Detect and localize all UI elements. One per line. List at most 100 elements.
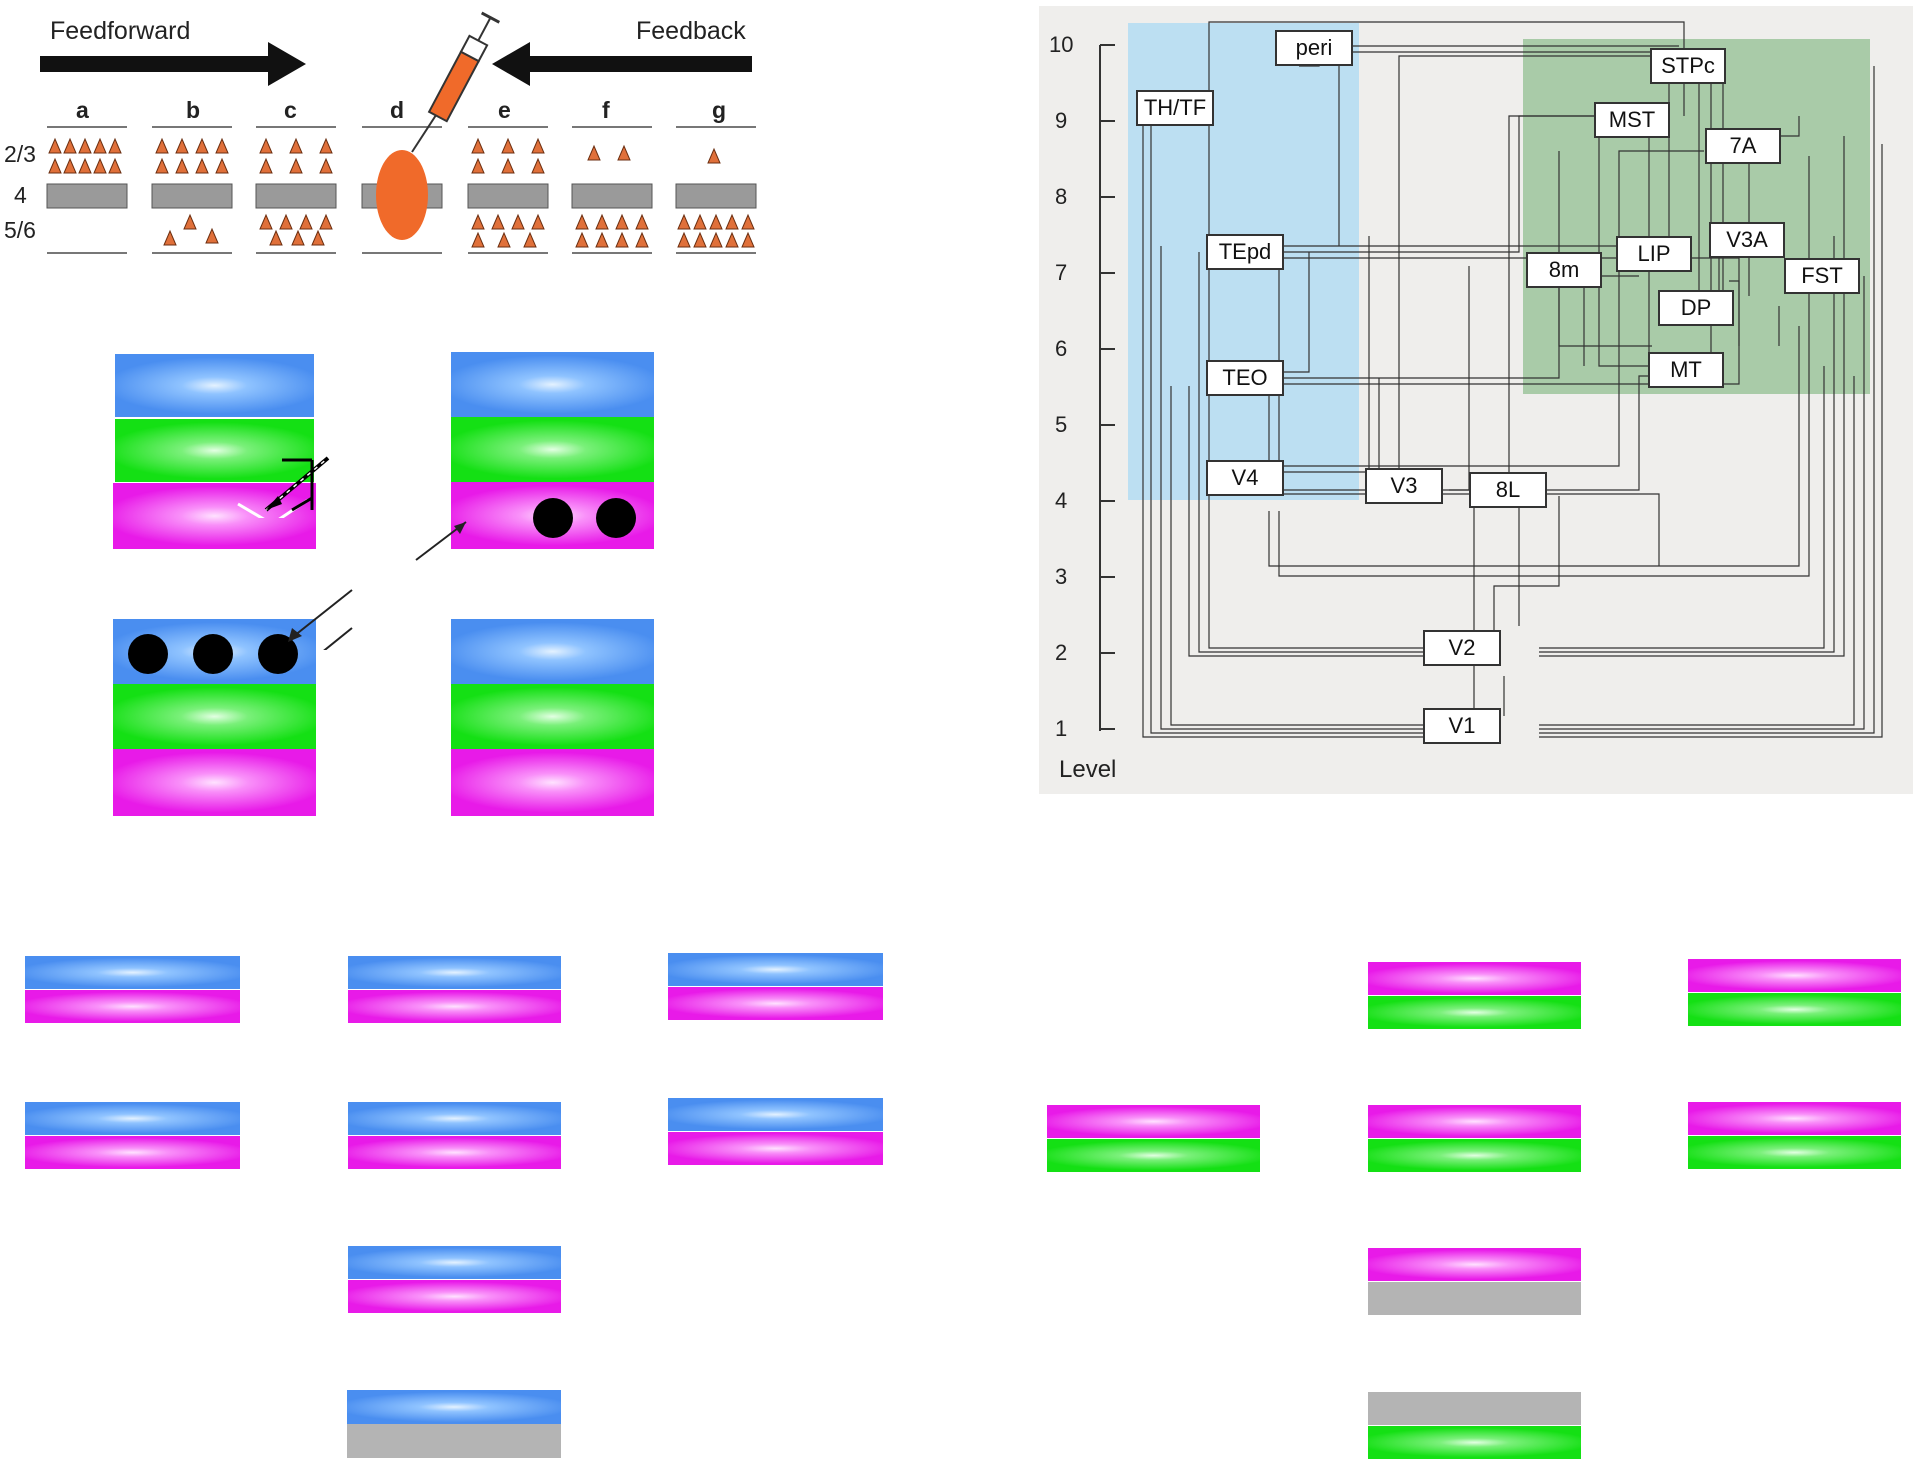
pair-blue xyxy=(668,1098,883,1131)
level-tick-9: 9 xyxy=(1055,108,1068,133)
pair-magenta xyxy=(668,987,883,1020)
stack3-layer-green xyxy=(113,684,316,749)
pair-grey xyxy=(1368,1392,1581,1425)
stack3-cell-dot xyxy=(258,634,298,674)
stack3-cell-dot xyxy=(128,634,168,674)
area-node-v1: V1 xyxy=(1423,708,1501,744)
area-node-8l: 8L xyxy=(1469,472,1547,508)
pair-magenta xyxy=(348,990,561,1023)
pair-magenta xyxy=(25,990,240,1023)
pair-magenta xyxy=(1688,959,1901,992)
layer-label-4: 4 xyxy=(14,182,27,208)
stack3-cell-dot xyxy=(193,634,233,674)
dorsal-stream-region xyxy=(1523,39,1870,394)
pair-magenta xyxy=(1688,1102,1901,1135)
column-label-e: e xyxy=(498,97,511,123)
pair-blue xyxy=(348,956,561,989)
area-node-dp: DP xyxy=(1658,290,1734,326)
pair-blue xyxy=(347,1390,561,1424)
area-node-8m: 8m xyxy=(1526,252,1602,288)
pair-magenta xyxy=(668,1132,883,1165)
layer-label-5-6: 5/6 xyxy=(4,217,36,243)
stack2-layer-green xyxy=(451,417,654,482)
area-node-v3: V3 xyxy=(1365,468,1443,504)
column-e xyxy=(467,126,549,254)
stack1-syringe-marker xyxy=(237,456,330,518)
visual-hierarchy-panel: 10 9 8 7 6 5 4 3 2 1 Level peri STPc xyxy=(1039,6,1913,794)
level-tick-6: 6 xyxy=(1055,336,1068,361)
column-c xyxy=(255,126,337,254)
pair-blue xyxy=(348,1246,561,1279)
stack2-cell-dot xyxy=(533,498,573,538)
pair-magenta xyxy=(348,1136,561,1169)
pair-blue xyxy=(668,953,883,986)
column-a xyxy=(46,126,128,254)
pair-grey xyxy=(1368,1282,1581,1315)
area-node-mst: MST xyxy=(1594,102,1670,138)
level-tick-5: 5 xyxy=(1055,412,1068,437)
stack4-layer-magenta xyxy=(451,749,654,816)
pair-blue xyxy=(25,956,240,989)
column-g xyxy=(675,126,757,254)
pair-green xyxy=(1368,1139,1581,1172)
layer-label-2-3: 2/3 xyxy=(4,141,36,167)
level-tick-1: 1 xyxy=(1055,716,1068,741)
column-d-injection xyxy=(361,11,501,254)
laminar-columns-drawing xyxy=(46,11,757,254)
level-tick-7: 7 xyxy=(1055,260,1068,285)
column-label-g: g xyxy=(712,97,727,123)
area-node-lip: LIP xyxy=(1616,236,1692,272)
area-node-mt: MT xyxy=(1648,352,1724,388)
feedback-arrow xyxy=(492,42,752,86)
pair-green xyxy=(1688,993,1901,1026)
stack1-layer-green xyxy=(115,419,314,482)
level-axis xyxy=(1099,44,1115,731)
area-node-v2: V2 xyxy=(1423,630,1501,666)
stack3-arrow xyxy=(288,589,353,642)
column-label-b: b xyxy=(186,97,201,123)
area-node-v4: V4 xyxy=(1206,460,1284,496)
area-node-7a: 7A xyxy=(1705,128,1781,164)
stack2-layer-blue xyxy=(451,352,654,417)
area-node-tepd: TEpd xyxy=(1206,234,1284,270)
area-node-stpc: STPc xyxy=(1650,48,1726,84)
two-layer-pairs xyxy=(0,940,1913,1461)
column-label-f: f xyxy=(602,97,610,123)
pair-magenta xyxy=(1368,1105,1581,1138)
area-node-peri: peri xyxy=(1275,30,1353,66)
three-layer-stacks xyxy=(0,340,700,820)
pair-blue xyxy=(348,1102,561,1135)
pair-magenta xyxy=(1368,962,1581,995)
projection-arrows xyxy=(323,521,467,650)
area-node-teo: TEO xyxy=(1206,360,1284,396)
feedback-label: Feedback xyxy=(636,17,746,45)
pair-green xyxy=(1688,1136,1901,1169)
pair-green xyxy=(1368,1426,1581,1459)
stack3-layer-magenta xyxy=(113,749,316,816)
stack2-cell-dot xyxy=(596,498,636,538)
level-axis-label: Level xyxy=(1059,756,1117,783)
pair-magenta xyxy=(1047,1105,1260,1138)
column-label-d: d xyxy=(390,97,405,123)
connection-lines xyxy=(1142,21,1883,738)
pair-magenta xyxy=(25,1136,240,1169)
level-tick-2: 2 xyxy=(1055,640,1068,665)
column-label-c: c xyxy=(284,97,297,123)
feedforward-label: Feedforward xyxy=(50,17,191,45)
stack4-layer-blue xyxy=(451,619,654,684)
stack1-layer-blue xyxy=(115,354,314,417)
column-b xyxy=(151,126,233,254)
laminar-panel: Feedforward Feedback 2/3 4 5/6 a b c d e… xyxy=(0,0,770,260)
pair-blue xyxy=(25,1102,240,1135)
pair-green xyxy=(1047,1139,1260,1172)
level-tick-3: 3 xyxy=(1055,564,1068,589)
pair-green xyxy=(1368,996,1581,1029)
pair-magenta xyxy=(1368,1248,1581,1281)
feedforward-arrow xyxy=(40,42,306,86)
pair-grey xyxy=(347,1424,561,1458)
level-tick-10: 10 xyxy=(1049,32,1074,57)
area-node-v3a: V3A xyxy=(1709,222,1785,258)
pair-magenta xyxy=(348,1280,561,1313)
area-node-fst: FST xyxy=(1784,258,1860,294)
level-tick-8: 8 xyxy=(1055,184,1068,209)
